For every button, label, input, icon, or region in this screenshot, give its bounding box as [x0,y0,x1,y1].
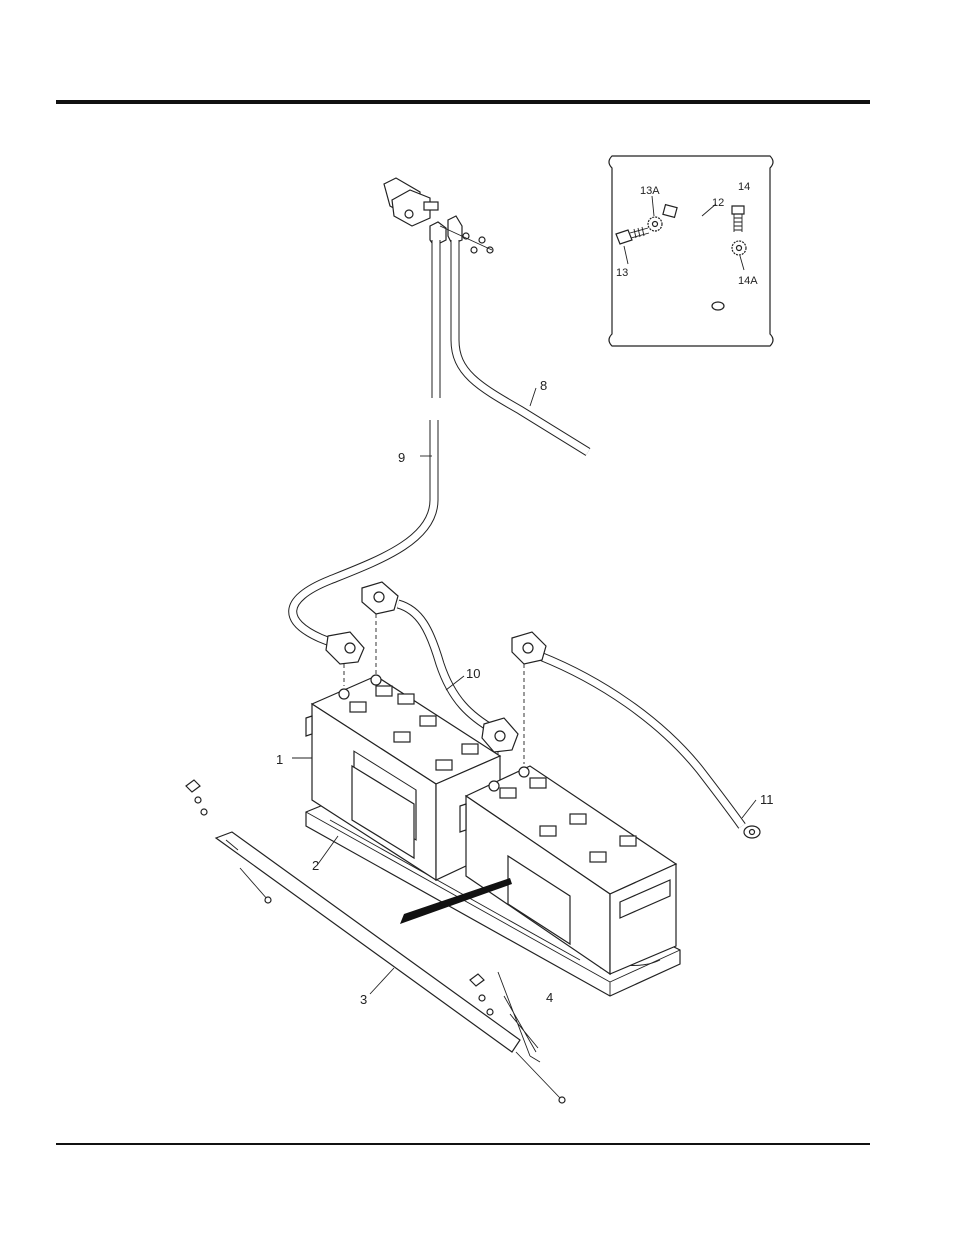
callout-1: 1 [276,752,283,767]
callout-13: 13 [616,267,628,279]
callout-3: 3 [360,992,367,1007]
bottom-rule [56,1143,870,1145]
callout-9: 9 [398,450,405,465]
callout-4: 4 [546,990,553,1005]
top-rule [56,100,870,104]
battery-right [460,766,676,974]
callout-14: 14 [738,181,750,193]
callout-12: 12 [712,197,724,209]
callout-13a: 13A [640,185,660,197]
callout-2: 2 [312,858,319,873]
callout-8: 8 [540,378,547,393]
wing-nut-left [186,780,207,815]
callout-14a: 14A [738,275,758,287]
callout-10: 10 [466,666,480,681]
callout-11: 11 [760,792,774,807]
